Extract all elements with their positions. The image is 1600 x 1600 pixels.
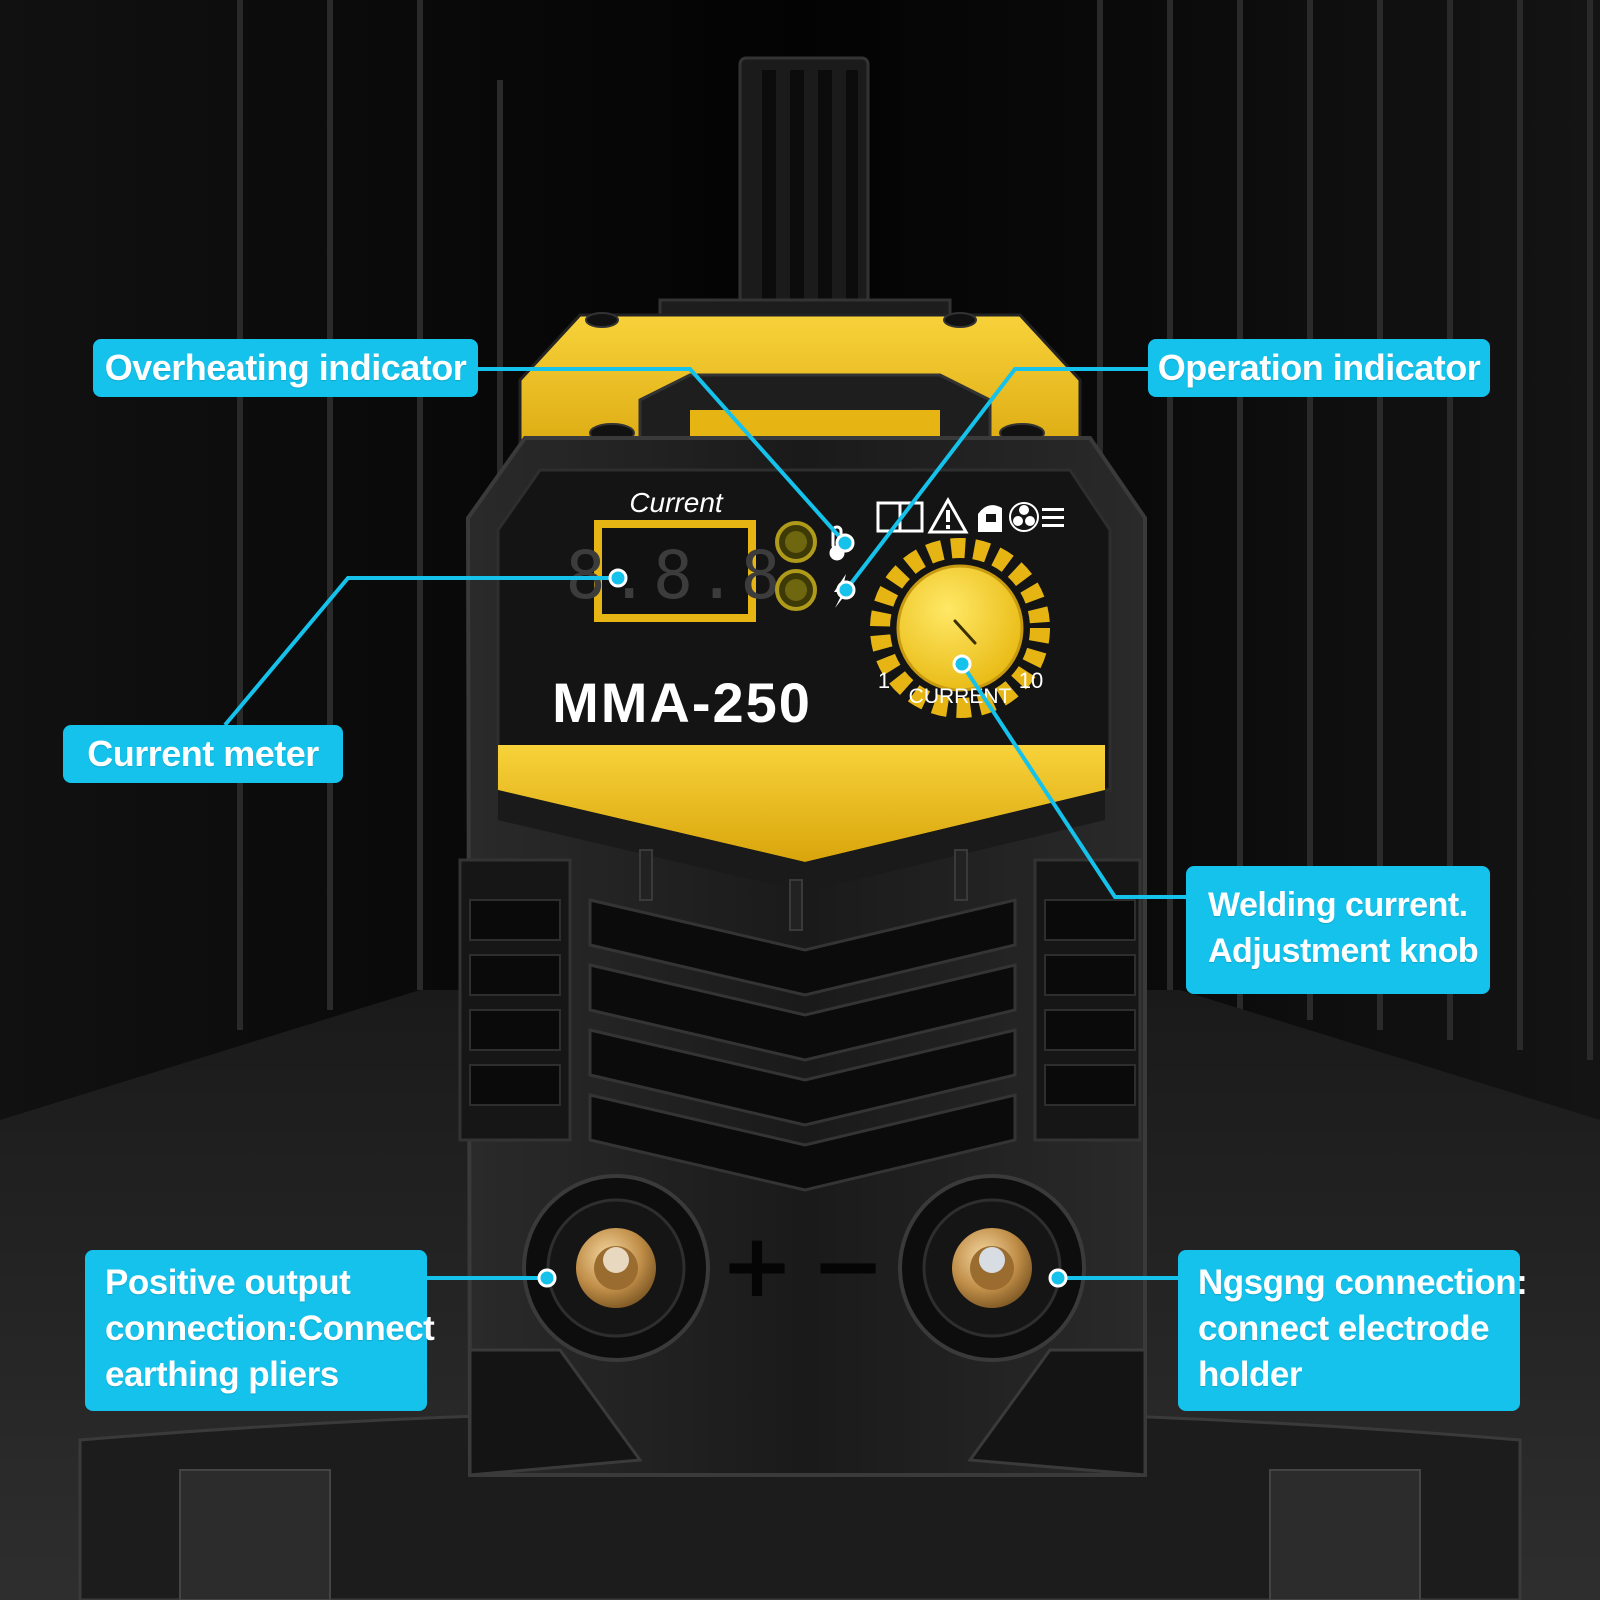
adjustment-knob-callout: Welding current. Adjustment knob [1186, 866, 1490, 994]
knob-max-label: 10 [1019, 668, 1043, 693]
negative-connection-label-line: connect electrode [1198, 1309, 1490, 1348]
negative-terminal[interactable] [898, 1174, 1086, 1362]
current-meter-callout: Current meter [63, 725, 343, 783]
model-name: MMA-250 [552, 671, 812, 734]
current-meter-label: Current meter [87, 733, 319, 774]
warning-icon [927, 496, 969, 534]
positive-symbol: + [720, 1214, 794, 1317]
overheating-indicator-label: Overheating indicator [104, 347, 467, 388]
positive-output-callout: Positive output connection:Connect earth… [85, 1250, 435, 1411]
positive-terminal[interactable] [522, 1174, 710, 1362]
operation-indicator-label: Operation indicator [1157, 347, 1481, 388]
current-adjustment-knob[interactable] [870, 538, 1050, 718]
negative-connection-label-line: Ngsgng connection: [1198, 1263, 1528, 1302]
adjustment-knob-label-line: Adjustment knob [1208, 932, 1479, 970]
knob-min-label: 1 [878, 668, 890, 693]
positive-output-label-line: Positive output [105, 1263, 351, 1302]
operation-indicator-callout: Operation indicator [1148, 339, 1490, 397]
leader-dots [537, 533, 1068, 1288]
panel-current-label: Current [629, 487, 724, 518]
negative-connection-callout: Ngsgng connection: connect electrode hol… [1178, 1250, 1528, 1411]
bottom-feet [468, 1348, 1147, 1477]
yellow-chevron-stripe [498, 745, 1105, 862]
knob-current-label: CURRENT [909, 685, 1012, 708]
helmet-icon [978, 505, 1002, 532]
meter-digits: 8.8.8 [566, 537, 785, 614]
adjustment-knob-label-line: Welding current. [1208, 886, 1468, 924]
leader-lines [223, 367, 1186, 1280]
current-meter-display: 8.8.8 [566, 520, 785, 622]
overheating-indicator-callout: Overheating indicator [93, 339, 478, 397]
fan-icon [1009, 502, 1064, 532]
negative-connection-label-line: holder [1198, 1355, 1302, 1394]
overheating-indicator-light [775, 521, 817, 563]
positive-output-label-line: connection:Connect [105, 1309, 435, 1348]
positive-output-label-line: earthing pliers [105, 1355, 339, 1394]
operation-indicator-light [775, 569, 817, 611]
negative-symbol: − [811, 1214, 885, 1317]
cooling-vents [458, 849, 1142, 1192]
